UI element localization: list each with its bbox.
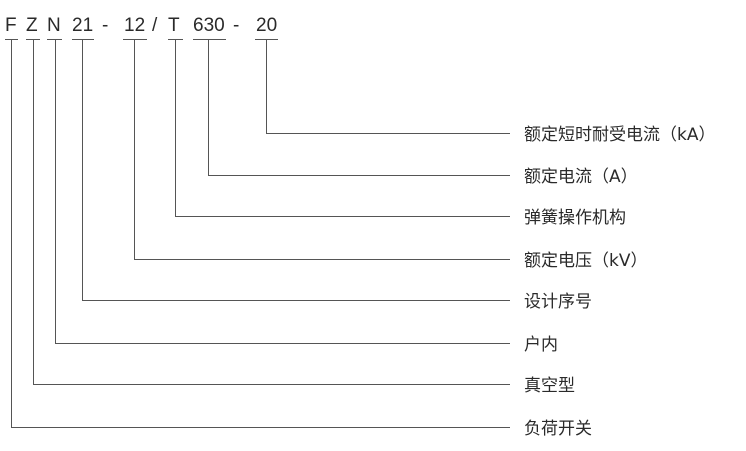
code-segment-short-time-current: 20 [256, 15, 277, 36]
leader-load-switch [11, 39, 510, 428]
code-segment-z: Z [26, 15, 38, 36]
code-segment-n: N [47, 15, 61, 36]
label-rated-current: 额定电流（A） [524, 167, 638, 187]
label-load-switch: 负荷开关 [524, 419, 592, 439]
leader-spring-mechanism [175, 39, 510, 217]
label-design-no: 设计序号 [524, 292, 592, 312]
leader-rated-current [208, 39, 510, 176]
leader-rated-voltage [134, 39, 510, 260]
labels: 额定短时耐受电流（kA） 额定电流（A） 弹簧操作机构 额定电压（kV） 设计序… [524, 125, 715, 439]
code-separator-slash: / [152, 15, 158, 36]
leader-design-no [82, 39, 510, 301]
label-spring-mechanism: 弹簧操作机构 [524, 208, 626, 228]
code-separator-dash-1: - [102, 15, 108, 36]
leader-vacuum-type [33, 39, 510, 385]
code-segment-voltage: 12 [124, 15, 145, 36]
label-indoor: 户内 [524, 335, 558, 355]
label-rated-voltage: 额定电压（kV） [524, 251, 647, 271]
code-segment-design-no: 21 [72, 15, 93, 36]
leader-short-time-current [266, 39, 510, 134]
label-vacuum-type: 真空型 [524, 376, 575, 396]
code-segment-t: T [168, 15, 180, 36]
model-code: F Z N 21 - 12 / T 630 - 20 [5, 15, 277, 36]
leader-indoor [55, 39, 510, 344]
code-segment-f: F [5, 15, 17, 36]
leader-lines [11, 39, 510, 428]
label-short-time-current: 额定短时耐受电流（kA） [524, 125, 715, 145]
code-segment-current: 630 [193, 15, 225, 36]
code-separator-dash-2: - [233, 15, 239, 36]
